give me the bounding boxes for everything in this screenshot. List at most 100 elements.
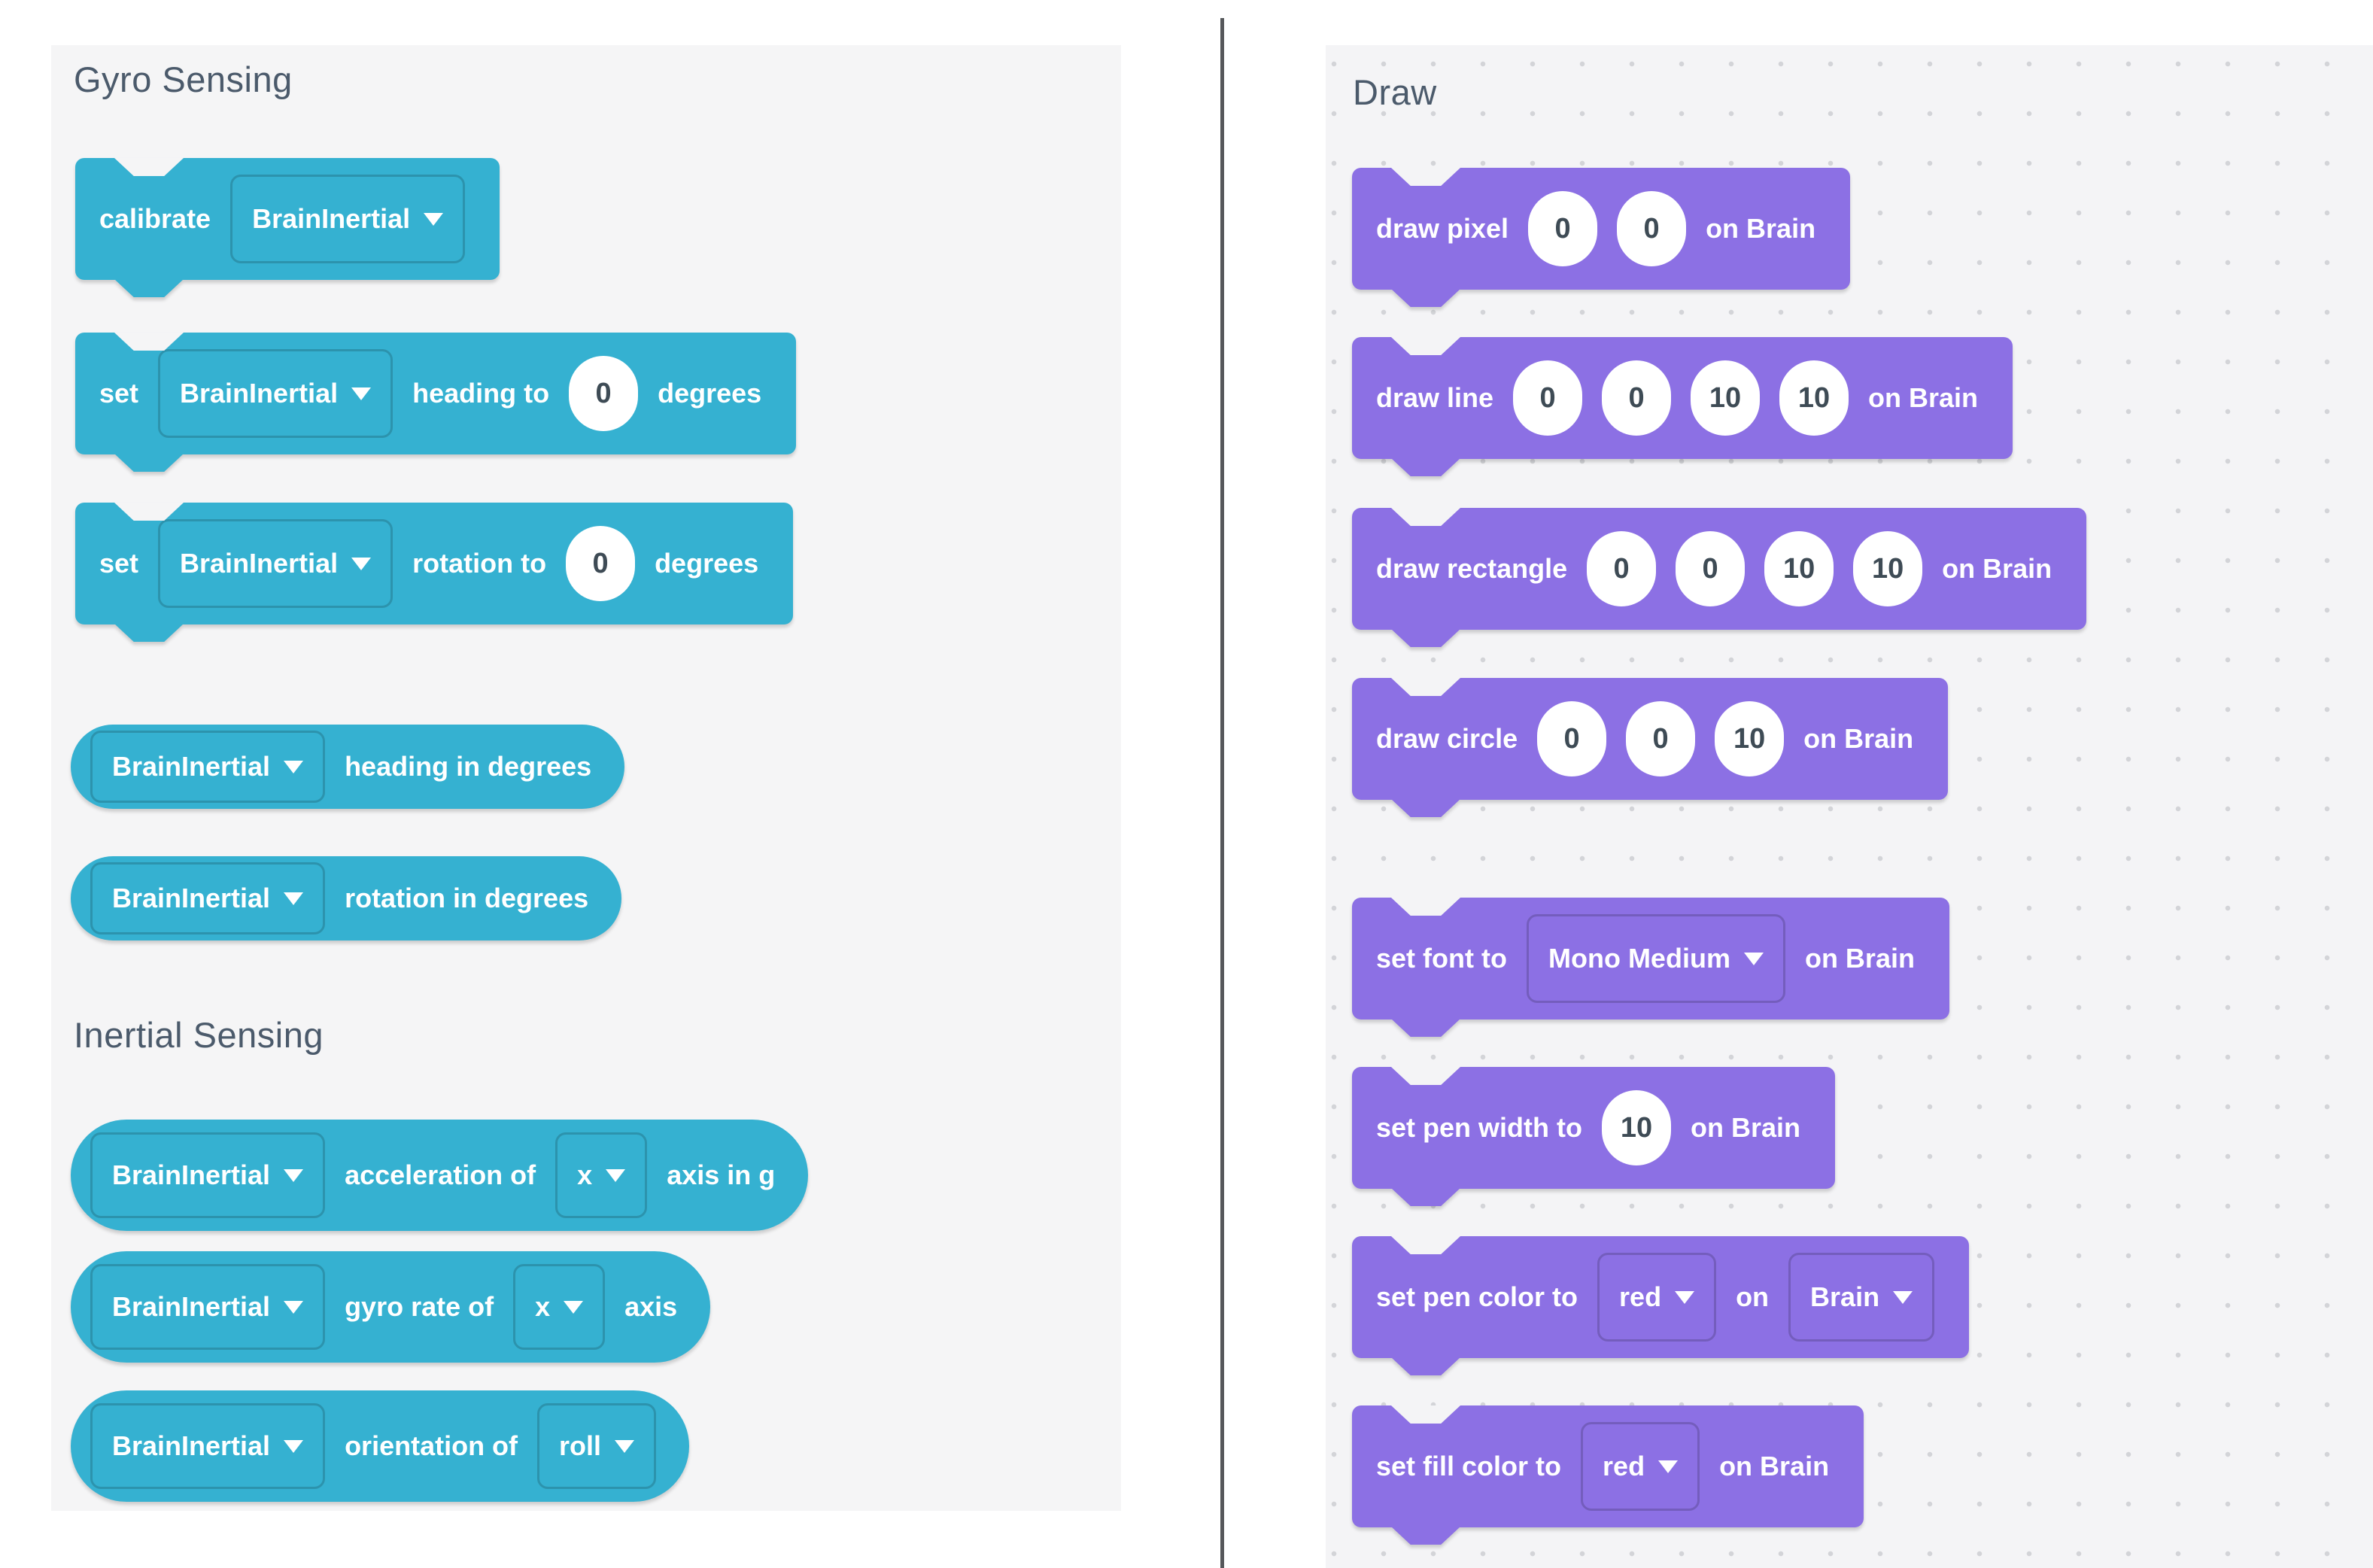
- chevron-down-icon: [284, 1168, 304, 1182]
- block-label: on Brain: [1691, 1112, 1801, 1143]
- block-label: rotation to: [412, 548, 547, 579]
- chevron-down-icon: [606, 1168, 626, 1182]
- axis-dropdown-value: x: [535, 1291, 551, 1322]
- chevron-down-icon: [424, 212, 444, 226]
- block-set-rotation[interactable]: set BrainInertial rotation to 0 degrees: [75, 503, 794, 624]
- sensing-palette-panel: Gyro Sensing calibrate BrainInertial set…: [51, 45, 1121, 1511]
- font-dropdown-value: Mono Medium: [1548, 943, 1730, 974]
- axis-dropdown[interactable]: x: [513, 1264, 606, 1350]
- block-label: draw pixel: [1376, 213, 1509, 244]
- color-dropdown-value: red: [1603, 1451, 1645, 1481]
- block-set-pen-color[interactable]: set pen color to red on Brain: [1352, 1236, 1970, 1358]
- axis-dropdown[interactable]: roll: [537, 1403, 657, 1489]
- block-label: acceleration of: [345, 1159, 536, 1190]
- block-label: set pen color to: [1376, 1281, 1578, 1312]
- font-dropdown[interactable]: Mono Medium: [1526, 914, 1785, 1003]
- number-input[interactable]: 0: [1602, 360, 1672, 436]
- color-dropdown[interactable]: red: [1597, 1253, 1717, 1342]
- device-dropdown-value: BrainInertial: [112, 1430, 271, 1461]
- block-label: degrees: [655, 548, 759, 579]
- device-dropdown[interactable]: BrainInertial: [90, 731, 326, 803]
- chevron-down-icon: [351, 557, 372, 570]
- block-label: set: [99, 378, 139, 409]
- device-dropdown[interactable]: BrainInertial: [158, 349, 393, 438]
- block-label: on Brain: [1942, 553, 2052, 584]
- device-dropdown[interactable]: BrainInertial: [90, 1403, 326, 1489]
- number-input[interactable]: 10: [1602, 1090, 1671, 1165]
- block-set-heading[interactable]: set BrainInertial heading to 0 degrees: [75, 333, 797, 454]
- device-dropdown-value: BrainInertial: [112, 751, 271, 782]
- block-label: on Brain: [1803, 723, 1914, 754]
- block-gyro-rate[interactable]: BrainInertial gyro rate of x axis: [71, 1251, 711, 1363]
- block-label: set pen width to: [1376, 1112, 1582, 1143]
- block-label: on Brain: [1804, 943, 1915, 974]
- number-input[interactable]: 0: [1676, 531, 1746, 606]
- panel-divider: [1220, 18, 1224, 1568]
- device-dropdown-value: BrainInertial: [112, 1291, 271, 1322]
- number-input[interactable]: 0: [1587, 531, 1657, 606]
- chevron-down-icon: [1675, 1290, 1695, 1304]
- section-title-gyro-sensing: Gyro Sensing: [74, 59, 293, 99]
- color-dropdown[interactable]: red: [1581, 1422, 1700, 1511]
- device-dropdown-value: BrainInertial: [252, 203, 411, 234]
- number-input[interactable]: 0: [569, 356, 639, 431]
- block-set-pen-width[interactable]: set pen width to 10 on Brain: [1352, 1067, 1836, 1189]
- number-input[interactable]: 0: [1528, 191, 1598, 266]
- block-set-fill-color[interactable]: set fill color to red on Brain: [1352, 1405, 1864, 1527]
- axis-dropdown-value: roll: [559, 1430, 602, 1461]
- block-label: degrees: [658, 378, 762, 409]
- chevron-down-icon: [1658, 1460, 1679, 1473]
- number-input[interactable]: 0: [1626, 701, 1696, 776]
- block-label: on: [1736, 1281, 1770, 1312]
- device-dropdown[interactable]: Brain: [1788, 1253, 1935, 1342]
- number-input[interactable]: 10: [1691, 360, 1761, 436]
- block-label: set fill color to: [1376, 1451, 1562, 1481]
- chevron-down-icon: [284, 760, 304, 773]
- device-dropdown[interactable]: BrainInertial: [230, 175, 466, 263]
- chevron-down-icon: [284, 1439, 304, 1453]
- block-calibrate[interactable]: calibrate BrainInertial: [75, 158, 500, 280]
- number-input[interactable]: 10: [1715, 701, 1785, 776]
- chevron-down-icon: [1893, 1290, 1913, 1304]
- block-label: rotation in degrees: [345, 883, 589, 913]
- block-draw-rectangle[interactable]: draw rectangle 0 0 10 10 on Brain: [1352, 508, 2087, 630]
- device-dropdown-value: BrainInertial: [112, 1159, 271, 1190]
- block-heading-in-degrees[interactable]: BrainInertial heading in degrees: [71, 725, 625, 809]
- block-draw-circle[interactable]: draw circle 0 0 10 on Brain: [1352, 678, 1949, 800]
- block-acceleration[interactable]: BrainInertial acceleration of x axis in …: [71, 1120, 809, 1231]
- device-dropdown[interactable]: BrainInertial: [158, 519, 393, 608]
- number-input[interactable]: 10: [1853, 531, 1923, 606]
- number-input[interactable]: 10: [1779, 360, 1849, 436]
- section-title-draw: Draw: [1353, 72, 1437, 112]
- chevron-down-icon: [284, 1300, 304, 1314]
- device-dropdown[interactable]: BrainInertial: [90, 862, 326, 934]
- device-dropdown-value: BrainInertial: [180, 378, 339, 409]
- block-draw-pixel[interactable]: draw pixel 0 0 on Brain: [1352, 168, 1851, 290]
- block-draw-line[interactable]: draw line 0 0 10 10 on Brain: [1352, 337, 2013, 459]
- block-rotation-in-degrees[interactable]: BrainInertial rotation in degrees: [71, 856, 622, 940]
- chevron-down-icon: [564, 1300, 584, 1314]
- number-input[interactable]: 0: [566, 526, 636, 601]
- device-dropdown[interactable]: BrainInertial: [90, 1132, 326, 1218]
- block-set-font[interactable]: set font to Mono Medium on Brain: [1352, 898, 1949, 1020]
- section-title-inertial-sensing: Inertial Sensing: [74, 1015, 324, 1055]
- block-label: axis in g: [667, 1159, 776, 1190]
- number-input[interactable]: 10: [1764, 531, 1834, 606]
- draw-palette-panel: Draw draw pixel 0 0 on Brain draw line 0…: [1326, 45, 2373, 1568]
- block-label: draw circle: [1376, 723, 1518, 754]
- block-label: on Brain: [1719, 1451, 1830, 1481]
- number-input[interactable]: 0: [1513, 360, 1583, 436]
- device-dropdown[interactable]: BrainInertial: [90, 1264, 326, 1350]
- block-label: set font to: [1376, 943, 1507, 974]
- device-dropdown-value: Brain: [1810, 1281, 1880, 1312]
- device-dropdown-value: BrainInertial: [180, 548, 339, 579]
- block-label: on Brain: [1868, 382, 1979, 413]
- block-label: calibrate: [99, 203, 211, 234]
- axis-dropdown[interactable]: x: [555, 1132, 648, 1218]
- number-input[interactable]: 0: [1537, 701, 1607, 776]
- device-dropdown-value: BrainInertial: [112, 883, 271, 913]
- block-orientation[interactable]: BrainInertial orientation of roll: [71, 1390, 690, 1502]
- axis-dropdown-value: x: [577, 1159, 593, 1190]
- block-label: gyro rate of: [345, 1291, 494, 1322]
- number-input[interactable]: 0: [1617, 191, 1687, 266]
